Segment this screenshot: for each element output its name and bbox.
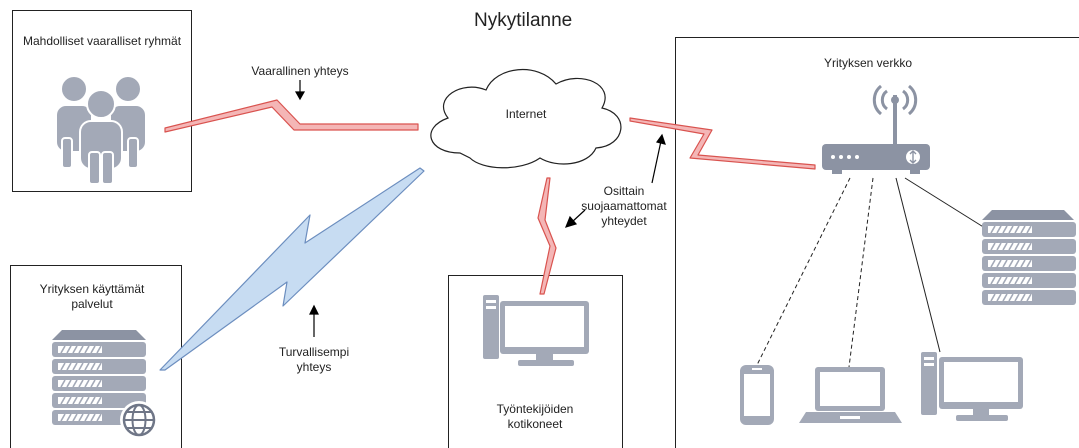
dangerous-connection-bolt: [164, 99, 419, 133]
unprotected-arrow-left: [564, 209, 586, 228]
router-desktop-link: [895, 177, 941, 353]
unprotected-arrow-up: [651, 133, 666, 184]
threat-groups-label: Mahdolliset vaaralliset ryhmät: [22, 34, 182, 48]
router-phone-link: [756, 177, 851, 366]
home-computers-box: [448, 275, 623, 448]
unprotected-connection-label: Osittain suojaamattomat yhteydet: [581, 184, 667, 228]
people-group-icon: [55, 75, 147, 185]
server-icon: [981, 210, 1077, 306]
safer-arrow: [309, 304, 319, 337]
router-server-link: [904, 177, 986, 229]
company-network-label: Yrityksen verkko: [823, 56, 913, 70]
company-services-label: Yrityksen käyttämät palvelut: [39, 282, 145, 311]
smartphone-icon: [740, 365, 774, 425]
network-desktop-icon: [921, 352, 1023, 421]
server-globe-icon: [51, 330, 158, 439]
company-network-box: [675, 37, 1079, 448]
router-icon: [822, 84, 930, 174]
home-computers-label: Työntekijöiden kotikoneet: [496, 402, 574, 431]
home-connection-bolt: [537, 177, 557, 295]
laptop-icon: [799, 367, 902, 423]
dangerous-connection-label: Vaarallinen yhteys: [251, 64, 349, 78]
dangerous-arrow: [294, 80, 306, 101]
cloud-icon: [430, 69, 622, 169]
diagram-title: Nykytilanne: [474, 10, 573, 31]
internet-label: Internet: [505, 107, 547, 121]
safer-connection-bolt: [159, 167, 425, 371]
company-services-box: [10, 265, 182, 448]
safer-connection-label: Turvallisempi yhteys: [278, 345, 350, 374]
home-desktop-icon: [483, 295, 589, 366]
router-laptop-link: [848, 177, 874, 368]
threat-groups-box: [12, 10, 192, 192]
internet-router-bolt: [629, 117, 816, 170]
